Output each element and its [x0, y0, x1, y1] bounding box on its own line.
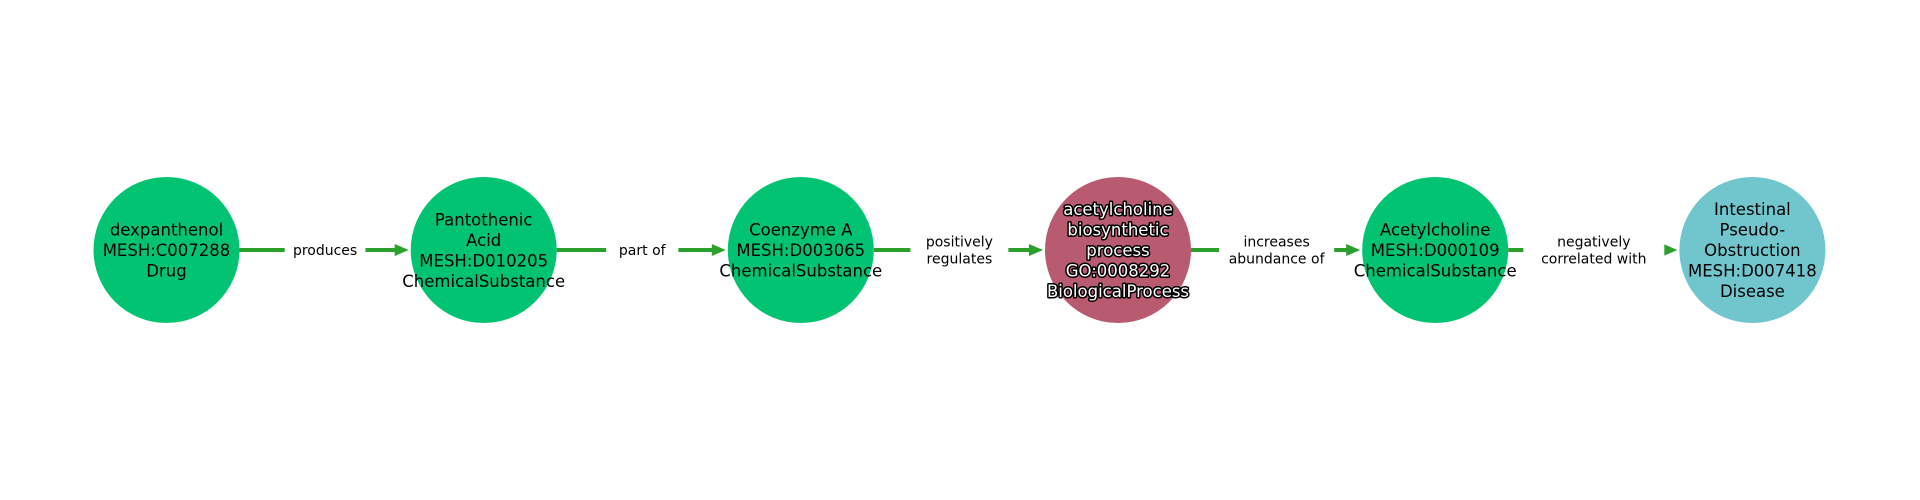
- edge-label-background: [284, 239, 366, 261]
- node-label: biosynthetic: [1067, 221, 1168, 240]
- edge-part-of: part of: [556, 239, 726, 261]
- edge-label: produces: [293, 243, 357, 259]
- node-circle[interactable]: [1362, 177, 1509, 323]
- edge-produces: produces: [239, 239, 409, 261]
- node-label: BiologicalProcess: [1047, 282, 1189, 301]
- node-circle[interactable]: [1045, 177, 1191, 323]
- edge-label: part of: [619, 243, 667, 259]
- node-label: MESH:D000109: [1371, 241, 1500, 260]
- node-label: ChemicalSubstance: [719, 262, 882, 281]
- node-label: ChemicalSubstance: [1354, 262, 1517, 281]
- node-label: ChemicalSubstance: [402, 272, 565, 291]
- node-mesh-d000109[interactable]: AcetylcholineMESH:D000109ChemicalSubstan…: [1354, 177, 1517, 323]
- node-circle[interactable]: [93, 177, 240, 323]
- node-circle[interactable]: [1679, 177, 1826, 323]
- node-label: Intestinal: [1714, 200, 1791, 219]
- node-label: MESH:D003065: [736, 241, 865, 260]
- edge-label: negatively: [1557, 235, 1630, 251]
- node-label: MESH:D010205: [419, 251, 548, 270]
- edge-label: abundance of: [1229, 252, 1326, 268]
- arrowhead-icon: [394, 244, 409, 256]
- node-label: Acetylcholine: [1380, 221, 1490, 240]
- arrowhead-icon: [1029, 244, 1043, 256]
- node-label: dexpanthenol: [110, 221, 223, 240]
- edge-label: correlated with: [1541, 252, 1646, 268]
- node-label: Pantothenic: [435, 210, 533, 229]
- node-circle[interactable]: [410, 177, 557, 323]
- node-label: Coenzyme A: [749, 221, 853, 240]
- node-label: Disease: [1720, 282, 1785, 301]
- node-go-0008292[interactable]: acetylcholine biosyntheticprocessGO:00082…: [1045, 177, 1191, 323]
- arrowhead-icon: [1346, 244, 1361, 256]
- node-label: acetylcholine: [1063, 200, 1173, 219]
- edge-label: regulates: [927, 252, 993, 268]
- node-label: Pseudo-: [1720, 221, 1786, 240]
- node-mesh-d010205[interactable]: PantothenicAcidMESH:D010205ChemicalSubst…: [402, 177, 565, 323]
- edge-label-background: [606, 239, 679, 261]
- node-label: Obstruction: [1704, 241, 1800, 260]
- edge-label-background: [910, 231, 1009, 269]
- edge-label: increases: [1243, 235, 1309, 251]
- node-mesh-d007418[interactable]: IntestinalPseudo-ObstructionMESH:D007418…: [1679, 177, 1826, 323]
- node-label: MESH:C007288: [103, 241, 231, 260]
- arrowhead-icon: [1663, 244, 1678, 256]
- node-label: Drug: [146, 262, 186, 281]
- edge-label-background: [1523, 231, 1665, 269]
- arrowhead-icon: [711, 244, 726, 256]
- node-label: process: [1086, 241, 1149, 260]
- node-label: Acid: [466, 231, 501, 250]
- node-label: MESH:D007418: [1688, 262, 1817, 281]
- node-label: GO:0008292: [1066, 262, 1171, 281]
- edge-label-background: [1219, 231, 1335, 269]
- edge-label: positively: [926, 235, 993, 251]
- node-circle[interactable]: [727, 177, 874, 323]
